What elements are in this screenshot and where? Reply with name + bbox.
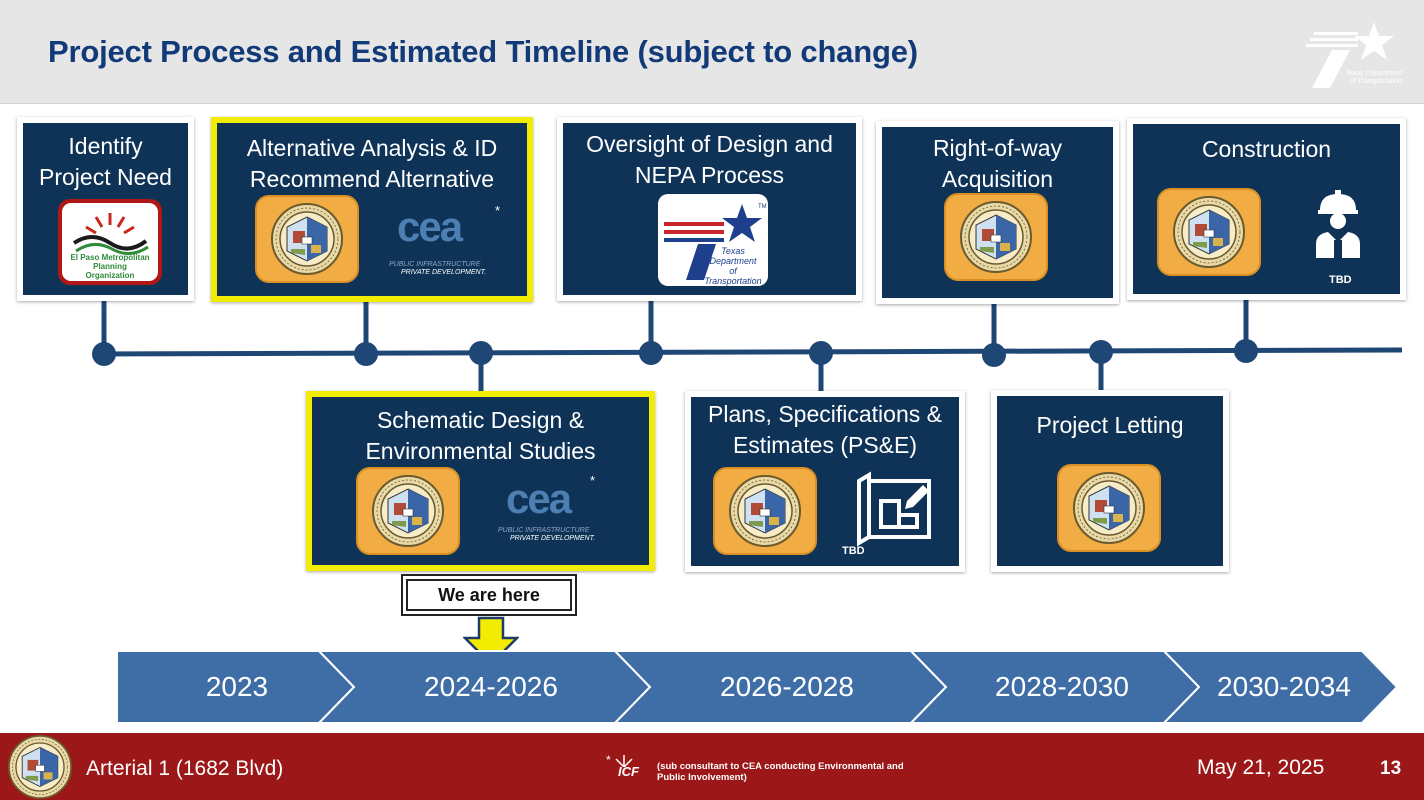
txdot-line-3: of Transportation <box>704 266 762 286</box>
mpo-logo-label: El Paso Metropolitan Planning Organizati… <box>70 253 150 280</box>
step-title: Construction <box>1201 136 1332 162</box>
step-title: Schematic Design & Environmental Studies <box>365 407 596 464</box>
step-title: Plans, Specifications & Estimates (PS&E) <box>708 401 942 458</box>
timeline-node <box>809 341 833 365</box>
timeline-node <box>1234 339 1258 363</box>
step-oversight-design-nepa: Oversight of Design and NEPA Process TM … <box>557 117 862 301</box>
timeline-node <box>1089 340 1113 364</box>
footer-project-name: Arterial 1 (1682 Blvd) <box>86 757 284 780</box>
step-title: Project Letting <box>1036 412 1184 438</box>
socorro-seal-icon <box>372 475 444 547</box>
timeline-node <box>982 343 1006 367</box>
step-construction: Construction TBD <box>1127 118 1406 300</box>
step-title: Alternative Analysis & ID Recommend Alte… <box>246 135 498 192</box>
timeline-node <box>639 341 663 365</box>
txdot-box-text: Texas Department of Transportation <box>700 246 766 286</box>
txdot-line-2: Department <box>709 256 757 266</box>
footer-date: May 21, 2025 <box>1197 756 1325 779</box>
cea-tagline-2: PRIVATE DEVELOPMENT. <box>510 535 596 542</box>
step-title: Identify Project Need <box>39 133 172 190</box>
timeline-node <box>92 342 116 366</box>
step-plans-specifications: Plans, Specifications & Estimates (PS&E)… <box>685 391 965 572</box>
cea-logo: cea * PUBLIC INFRASTRUCTURE PRIVATE DEVE… <box>389 203 507 279</box>
footer-bar <box>0 733 1424 800</box>
step-alternative-analysis: Alternative Analysis & ID Recommend Alte… <box>211 117 533 302</box>
txdot-box-logo: TM Texas Department of Transportation <box>658 194 768 286</box>
cea-logo: cea * PUBLIC INFRASTRUCTURE PRIVATE DEVE… <box>498 473 616 551</box>
txdot-line-1: Texas <box>721 246 745 256</box>
step-project-letting: Project Letting <box>991 390 1229 572</box>
step-schematic-design: Schematic Design & Environmental Studies… <box>306 391 655 571</box>
step-title: Oversight of Design and NEPA Process <box>586 131 833 188</box>
socorro-seal-icon <box>1073 472 1145 544</box>
blueprint-icon <box>857 471 931 547</box>
header-bar: Project Process and Estimated Timeline (… <box>0 0 1424 104</box>
txdot-logo: Texas Department of Transportation <box>1304 20 1402 90</box>
construction-tbd: TBD <box>1329 274 1352 286</box>
mpo-logo: El Paso Metropolitan Planning Organizati… <box>58 199 162 285</box>
timeline-node <box>469 341 493 365</box>
timeline-main-line <box>102 347 1403 357</box>
phase-2026-2028: 2026-2028 <box>720 671 854 702</box>
we-are-here-label: We are here <box>401 574 577 616</box>
step-right-of-way: Right-of-way Acquisition <box>876 121 1119 304</box>
we-are-here-text: We are here <box>406 579 572 611</box>
phase-2023: 2023 <box>205 671 269 702</box>
cea-logo-text: cea <box>506 475 572 522</box>
city-seal-logo <box>713 467 817 555</box>
txdot-star-icon <box>1306 22 1394 88</box>
step-title: Right-of-way Acquisition <box>932 135 1063 192</box>
socorro-seal-icon <box>1173 196 1245 268</box>
cea-tagline-1: PUBLIC INFRASTRUCTURE <box>389 261 481 268</box>
icf-rays-icon <box>615 755 633 767</box>
cea-asterisk: * <box>495 203 501 218</box>
socorro-seal-icon <box>729 475 801 547</box>
txdot-corner-text: Texas Department of Transportation <box>1345 70 1402 85</box>
txdot-emblem-icon <box>664 204 762 280</box>
city-seal-logo <box>356 467 460 555</box>
cea-logo-text: cea <box>397 203 463 250</box>
city-seal-logo <box>944 193 1048 281</box>
step-identify-project-need: Identify Project Need El Paso Metropolit… <box>17 117 194 301</box>
socorro-seal-icon <box>271 203 343 275</box>
icf-text: ICF <box>618 764 639 779</box>
phase-2028-2030: 2028-2030 <box>995 671 1129 702</box>
mpo-emblem-icon <box>72 213 149 255</box>
city-seal-logo <box>255 195 359 283</box>
socorro-seal-icon <box>960 201 1032 273</box>
footer-seal-icon <box>8 735 72 799</box>
timeline-node <box>354 342 378 366</box>
page-number: 13 <box>1380 758 1402 779</box>
icf-logo: * ICF <box>606 753 652 779</box>
city-seal-logo <box>1057 464 1161 552</box>
cea-tagline-2: PRIVATE DEVELOPMENT. <box>401 269 487 276</box>
footer-subconsultant-note: (sub consultant to CEA conducting Enviro… <box>657 761 904 783</box>
phase-2030-2034: 2030-2034 <box>1217 671 1351 702</box>
pse-tbd: TBD <box>842 545 865 557</box>
cea-tagline-1: PUBLIC INFRASTRUCTURE <box>498 527 590 534</box>
construction-worker-icon <box>1316 190 1360 258</box>
txdot-tm: TM <box>758 204 767 210</box>
phase-2024-2026: 2024-2026 <box>424 671 558 702</box>
city-seal-logo <box>1157 188 1261 276</box>
icf-asterisk: * <box>606 753 611 767</box>
page-title: Project Process and Estimated Timeline (… <box>48 34 918 69</box>
cea-asterisk: * <box>590 473 596 488</box>
